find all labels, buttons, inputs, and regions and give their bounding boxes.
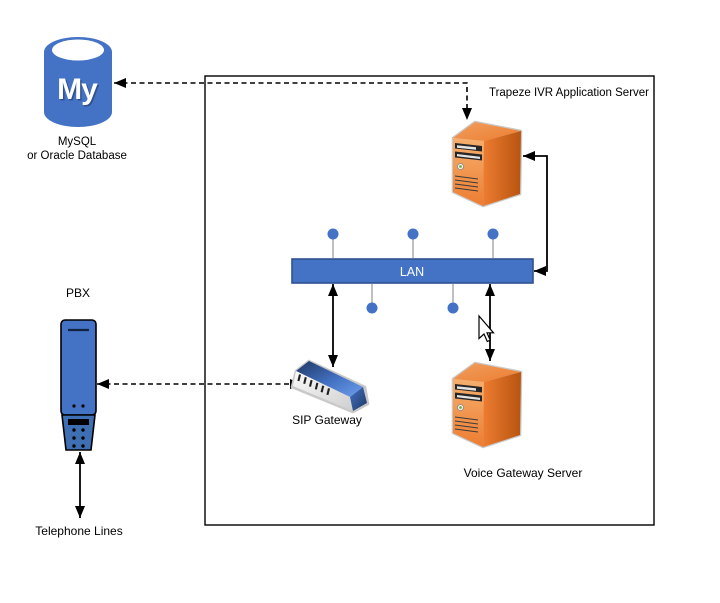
- lan-node-dot: [407, 228, 419, 240]
- lan-node-dot: [487, 228, 499, 240]
- sip-gateway-icon: [290, 359, 370, 414]
- pbx-icon: [60, 319, 97, 451]
- connector-appserver-lan: [523, 151, 548, 276]
- lan-bus: LAN: [291, 228, 534, 314]
- sip-gateway-ports: [297, 374, 331, 396]
- pbx-label: PBX: [66, 286, 90, 300]
- app-server-label: Trapeze IVR Application Server: [489, 87, 649, 99]
- voice-gateway-label: Voice Gateway Server: [464, 466, 583, 480]
- telephone-lines-label: Telephone Lines: [35, 524, 122, 538]
- mysql-logo-text: My: [57, 73, 98, 106]
- database-label-line2: or Oracle Database: [27, 150, 127, 162]
- sip-gateway-label: SIP Gateway: [292, 413, 362, 427]
- mysql-database-icon: My My: [44, 37, 112, 127]
- app-server-tower-icon: [451, 120, 523, 208]
- lan-node-dot: [327, 228, 339, 240]
- lan-label: LAN: [400, 265, 424, 279]
- database-label-line1: MySQL: [58, 136, 97, 148]
- pbx-keypad-buttons: [72, 428, 85, 448]
- lan-bar: [291, 258, 534, 284]
- lan-node-dot: [447, 302, 459, 314]
- system-boundary-box: [204, 75, 655, 526]
- connector-database-appserver-dashed: [114, 78, 472, 120]
- lan-node-dot: [366, 302, 378, 314]
- mouse-cursor-icon: [478, 314, 495, 343]
- mysql-logo-text-shadow: My: [59, 75, 100, 108]
- voice-gateway-tower-icon: [451, 361, 523, 449]
